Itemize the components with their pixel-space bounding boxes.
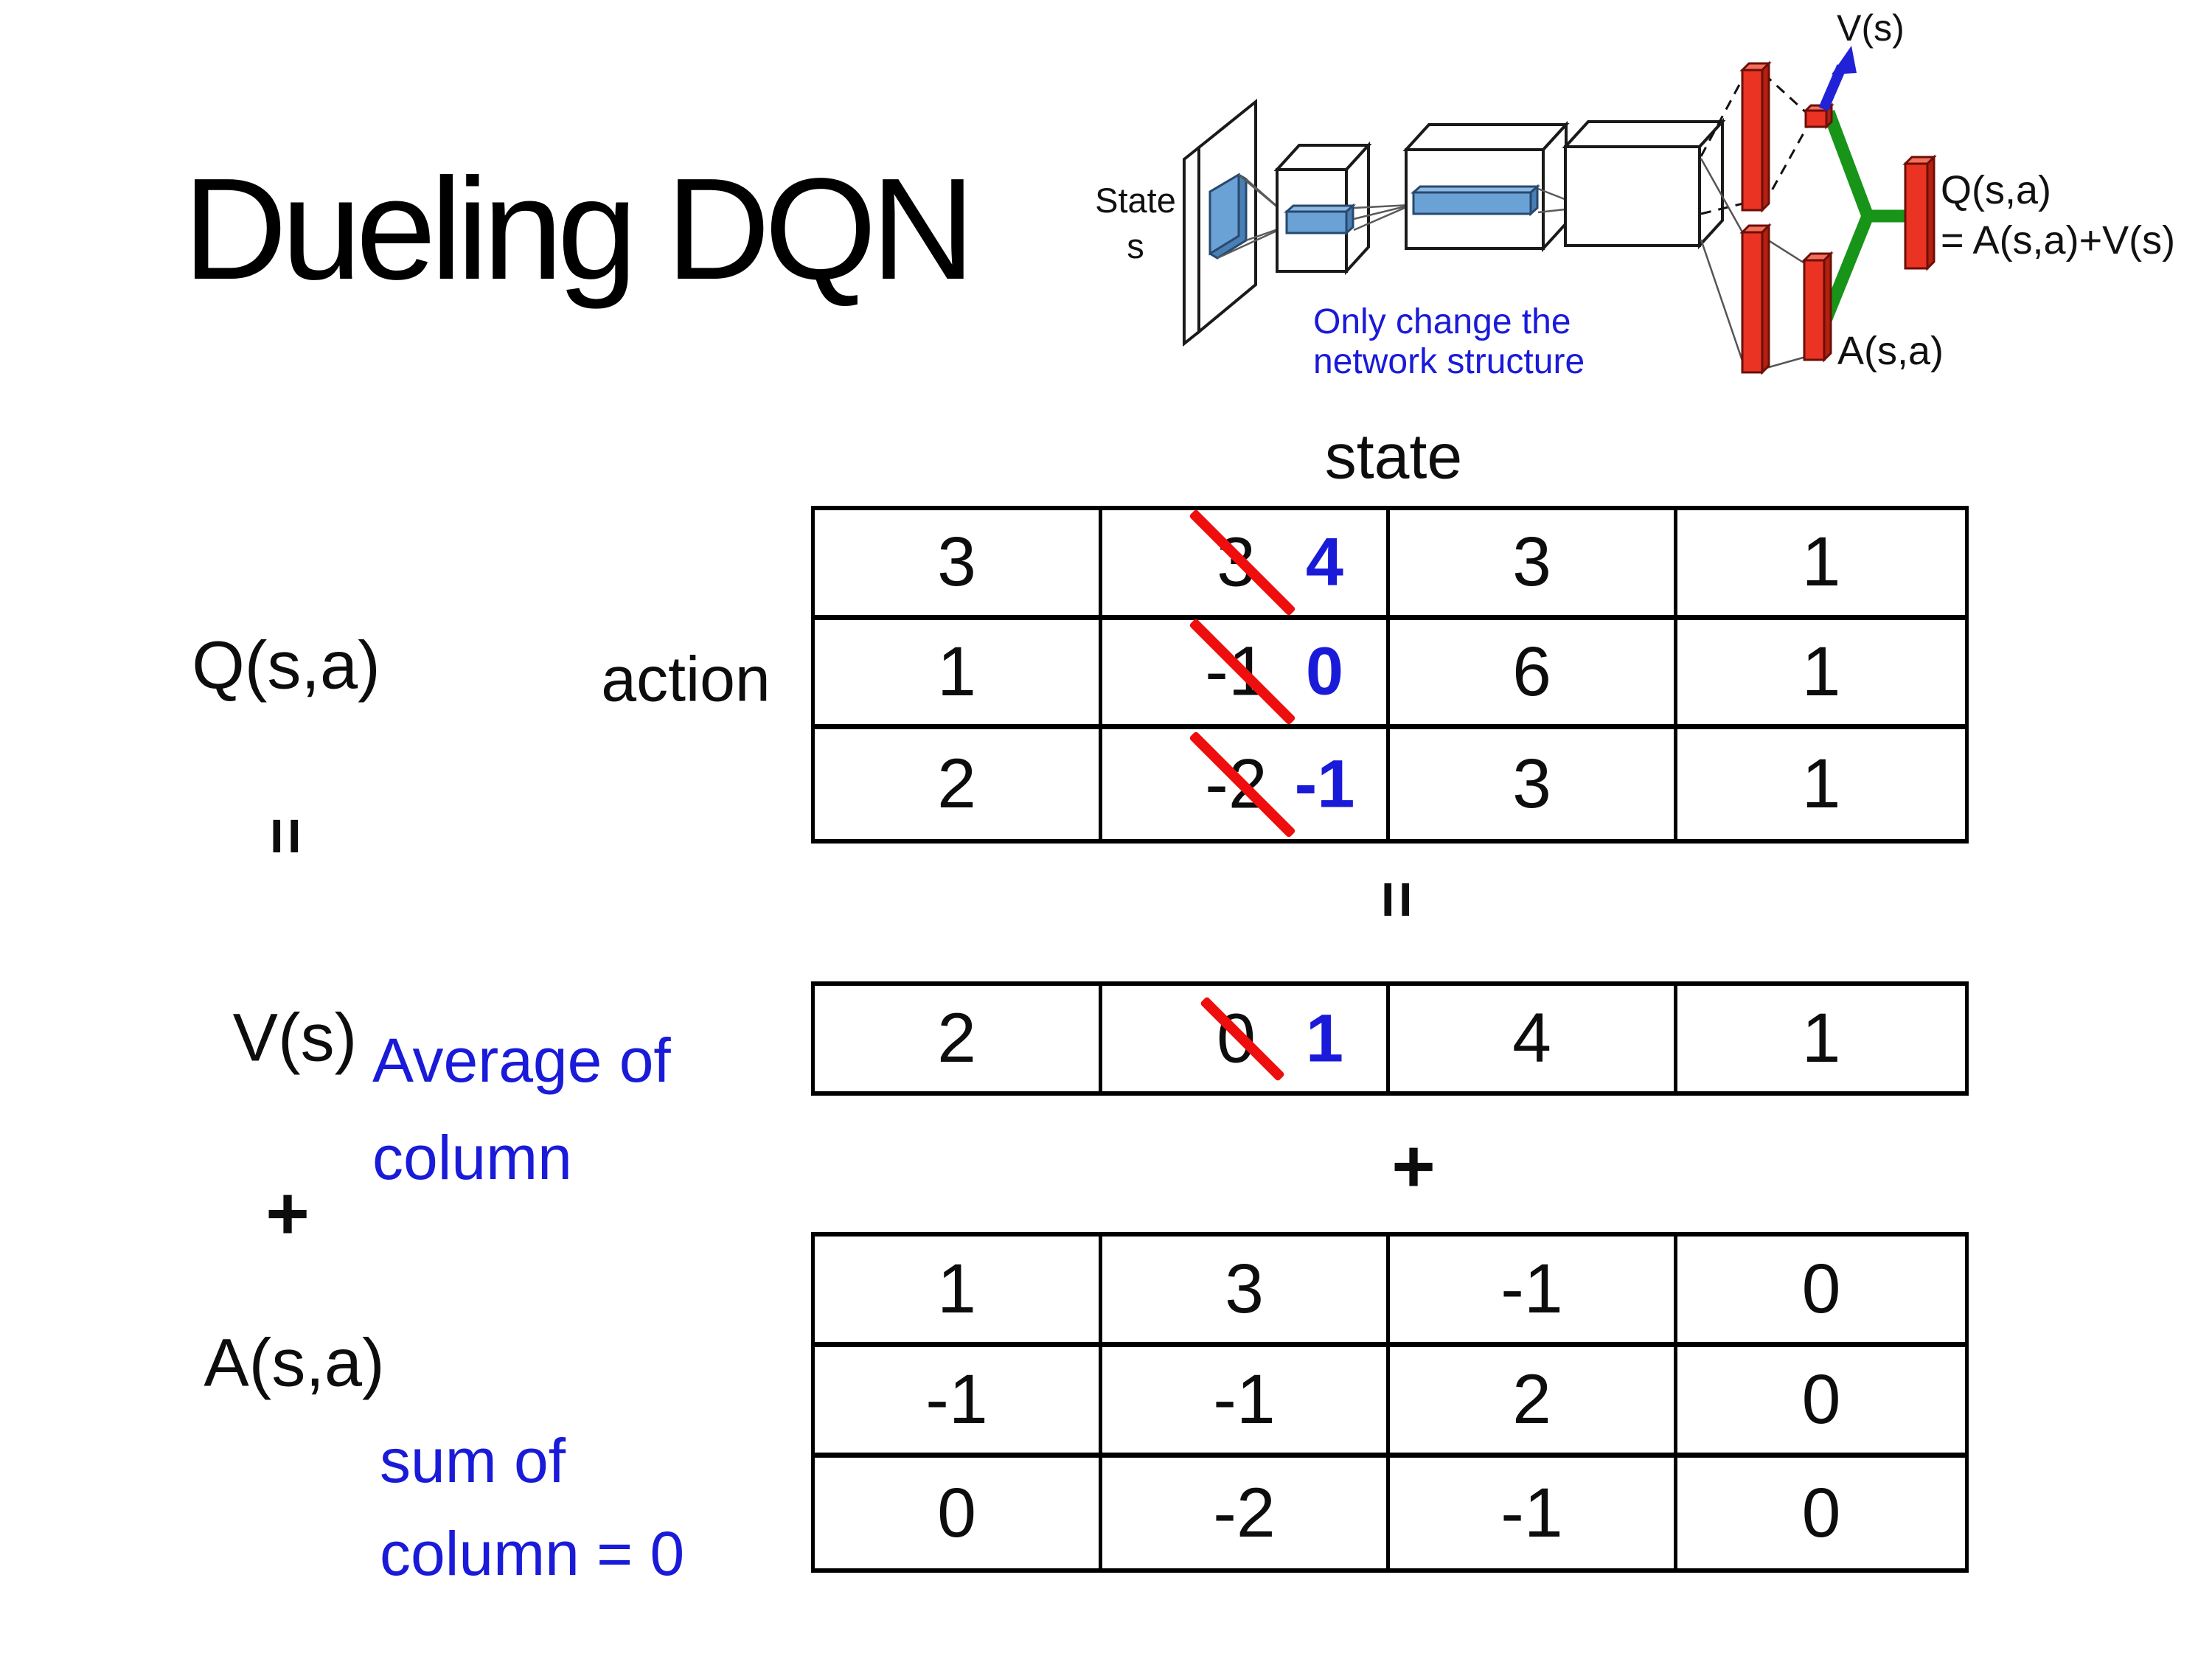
value-arrow-icon xyxy=(1818,46,1857,111)
fan-lines-2 xyxy=(1353,204,1412,232)
q-cell-r1c3: 1 xyxy=(1677,620,1965,730)
a-matrix-label: A(s,a) xyxy=(204,1325,385,1401)
q-matrix-label: Q(s,a) xyxy=(192,627,380,703)
diagram-v-label: V(s) xyxy=(1837,7,1905,49)
average-note-line1: Average of xyxy=(372,1026,671,1095)
diagram-q-label: Q(s,a) xyxy=(1941,168,2051,212)
fc-bar-advantage-hidden xyxy=(1739,223,1772,375)
diagram-q-formula: = A(s,a)+V(s) xyxy=(1941,218,2175,262)
sum-note-line1: sum of xyxy=(380,1426,566,1495)
input-plane-icon xyxy=(1183,98,1257,347)
a-cell-r0c3: 0 xyxy=(1677,1237,1965,1347)
v-cell-c1-corrected: 0 1 xyxy=(1102,986,1390,1091)
a-cell-r1c1: -1 xyxy=(1102,1347,1390,1458)
merge-y-connector xyxy=(1818,110,1907,329)
a-cell-r2c2: -1 xyxy=(1390,1458,1677,1568)
v-table: 2 0 1 4 1 xyxy=(811,981,1969,1096)
q-new-value: -1 xyxy=(1294,746,1355,822)
diagram-state-s: s xyxy=(1127,226,1144,265)
advantage-stream-lines xyxy=(1700,158,1806,370)
q-cell-r0c0: 3 xyxy=(815,510,1102,620)
advantage-bar xyxy=(1801,251,1834,363)
q-new-value: 0 xyxy=(1305,633,1344,709)
average-note-line2: column xyxy=(372,1123,572,1192)
fc-box xyxy=(1562,117,1726,250)
feature-bar-1 xyxy=(1284,203,1356,236)
a-cell-r0c0: 1 xyxy=(815,1237,1102,1347)
q-cell-r0c3: 1 xyxy=(1677,510,1965,620)
action-row-header: action xyxy=(601,644,771,715)
q-table: 3 3 4 3 1 1 -1 0 6 1 2 -2 -1 3 1 xyxy=(811,506,1969,844)
q-cell-r0c1-corrected: 3 4 xyxy=(1102,508,1390,620)
q-cell-r1c0: 1 xyxy=(815,619,1102,730)
a-cell-r1c2: 2 xyxy=(1390,1347,1677,1458)
average-note: Average of column xyxy=(372,1012,671,1206)
v-vector-label: V(s) xyxy=(232,1000,358,1076)
diagram-note-line1: Only change the xyxy=(1313,302,1571,341)
a-cell-r2c0: 0 xyxy=(815,1458,1102,1568)
equals-operator-left: = xyxy=(250,817,323,855)
a-cell-r2c1: -2 xyxy=(1102,1458,1390,1568)
q-output-bar xyxy=(1902,154,1937,271)
equals-operator-center: = xyxy=(1361,880,1434,919)
conv-patch-icon xyxy=(1208,173,1248,260)
sum-note-line2: column = 0 xyxy=(380,1519,685,1588)
q-cell-r0c2: 3 xyxy=(1390,510,1677,620)
state-column-header: state xyxy=(1324,421,1463,493)
q-cell-r2c2: 3 xyxy=(1390,729,1677,839)
a-cell-r2c3: 0 xyxy=(1801,1473,1841,1552)
a-cell-r1c0: -1 xyxy=(815,1347,1102,1458)
a-table: 1 3 -1 0 -1 -1 2 0 0 -2 -1 0 xyxy=(811,1232,1969,1573)
fc-bar-value-hidden xyxy=(1739,60,1772,213)
v-cell-c3: 1 xyxy=(1801,999,1841,1077)
a-cell-r0c2: -1 xyxy=(1390,1237,1677,1347)
v-new-value: 1 xyxy=(1305,1001,1344,1076)
q-cell-r1c1-corrected: -1 0 xyxy=(1102,618,1390,730)
v-cell-c2: 4 xyxy=(1390,986,1677,1091)
q-cell-r2c3: 1 xyxy=(1801,745,1841,824)
q-cell-r2c0: 2 xyxy=(815,729,1102,839)
feature-bar-2 xyxy=(1411,184,1540,217)
a-cell-r1c3: 0 xyxy=(1677,1347,1965,1458)
page-title: Dueling DQN xyxy=(183,148,975,310)
q-cell-r1c2: 6 xyxy=(1390,619,1677,730)
dashed-value-stream-lines xyxy=(1700,72,1809,215)
diagram-note-line2: network structure xyxy=(1313,342,1585,381)
diagram-a-label: A(s,a) xyxy=(1837,329,1944,373)
sum-note: sum of column = 0 xyxy=(380,1414,684,1600)
v-cell-c0: 2 xyxy=(815,986,1102,1091)
diagram-state-word: State xyxy=(1095,181,1176,220)
plus-operator-center: + xyxy=(1391,1124,1436,1208)
a-cell-r0c1: 3 xyxy=(1102,1237,1390,1347)
plus-operator-left: + xyxy=(265,1171,310,1256)
network-architecture-diagram: State s V(s) Q(s,a) = A(s,a)+V(s) A(s,a)… xyxy=(1095,7,2175,381)
q-new-value: 4 xyxy=(1305,524,1344,600)
q-cell-r2c1-corrected: -2 -1 xyxy=(1102,729,1390,839)
